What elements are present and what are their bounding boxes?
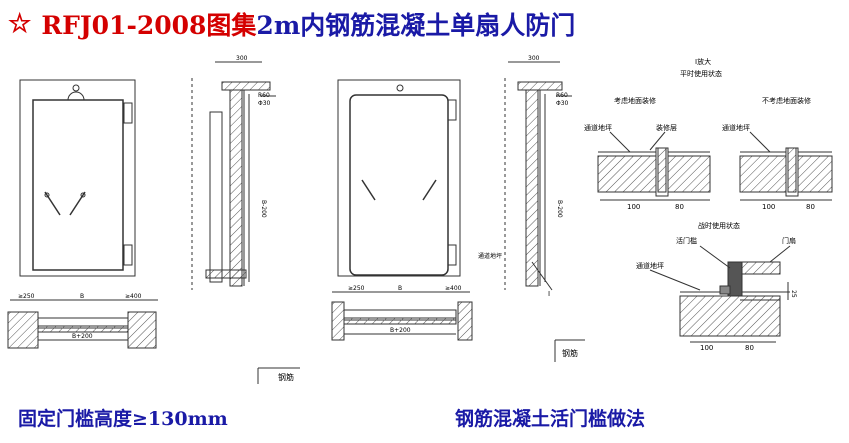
d2-plan-dim-250: ≥250 xyxy=(348,285,365,292)
d2-dim-b200: B-200 xyxy=(556,200,563,218)
d2-plan-dim-b: B xyxy=(398,285,402,292)
d1-plan-dim-b: B xyxy=(80,293,84,300)
detail-dim-b2: 80 xyxy=(806,203,815,211)
d1-dim-phi30: Φ30 xyxy=(258,100,271,107)
detail-subtitle: 平时使用状态 xyxy=(680,69,722,78)
detail-dim-c3: 25 xyxy=(790,290,797,298)
detail-floor-c: 通道地坪 xyxy=(636,261,664,270)
detail-title: I放大 xyxy=(695,57,711,66)
drawing1-stamp xyxy=(257,367,300,384)
d1-plan-dim-250: ≥250 xyxy=(18,293,35,300)
drawing2-side-section xyxy=(504,61,572,291)
detail-right-sub: 不考虑地面装修 xyxy=(762,96,811,105)
page-title: ☆ RFJ01-2008图集 2m内钢筋混凝土单扇人防门 xyxy=(8,6,575,42)
drawing2-plan xyxy=(331,291,473,341)
detail-dim-a1: 100 xyxy=(627,203,640,211)
detail-label-door: 门扇 xyxy=(782,236,796,245)
d2-stamp: 钢筋 xyxy=(562,348,578,358)
drawing1-plan xyxy=(7,299,158,349)
door-title: 2m内钢筋混凝土单扇人防门 xyxy=(256,11,576,40)
d2-dim-r60: R60 xyxy=(556,92,568,99)
caption-movable-sill: 钢筋混凝土活门槛做法 xyxy=(455,408,646,430)
d1-plan-dim-b200: B+200 xyxy=(72,333,93,340)
detail-war xyxy=(649,245,791,343)
detail-normal-left xyxy=(597,131,711,201)
star-icon: ☆ xyxy=(8,9,32,39)
drawing1-elevation xyxy=(19,79,136,277)
detail-war-title: 战时使用状态 xyxy=(698,221,740,230)
d1-stamp: 钢筋 xyxy=(278,372,294,382)
d1-plan-dim-400: ≥400 xyxy=(125,293,142,300)
d2-plan-dim-b200: B+200 xyxy=(390,327,411,334)
detail-label-sill: 活门槛 xyxy=(676,236,697,245)
d2-label-passage: 通道地坪 xyxy=(478,252,502,260)
caption-fixed-sill: 固定门槛高度≥130mm xyxy=(18,408,228,430)
detail-dim-a2: 80 xyxy=(675,203,684,211)
detail-finish-layer: 装修层 xyxy=(656,123,677,132)
drawing2-elevation xyxy=(337,79,461,277)
detail-floor-b: 通道地坪 xyxy=(722,123,750,132)
d2-plan-dim-400: ≥400 xyxy=(445,285,462,292)
d2-dim-300: 300 xyxy=(528,55,540,62)
detail-normal-right xyxy=(739,131,833,201)
detail-dim-b1: 100 xyxy=(762,203,775,211)
drawing1-side-section xyxy=(191,61,276,290)
d1-dim-r60: R60 xyxy=(258,92,270,99)
detail-left-sub: 考虑地面装修 xyxy=(614,96,656,105)
d2-dim-phi30: Φ30 xyxy=(556,100,569,107)
atlas-code: RFJ01-2008图集 xyxy=(41,11,257,40)
detail-dim-c2: 80 xyxy=(745,344,754,352)
detail-floor-a: 通道地坪 xyxy=(584,123,612,132)
d1-dim-b200: B-200 xyxy=(260,200,267,218)
d2-mark-i: I xyxy=(548,290,550,298)
drawing2-stamp xyxy=(554,339,585,362)
detail-dim-c1: 100 xyxy=(700,344,713,352)
d1-dim-300: 300 xyxy=(236,55,248,62)
